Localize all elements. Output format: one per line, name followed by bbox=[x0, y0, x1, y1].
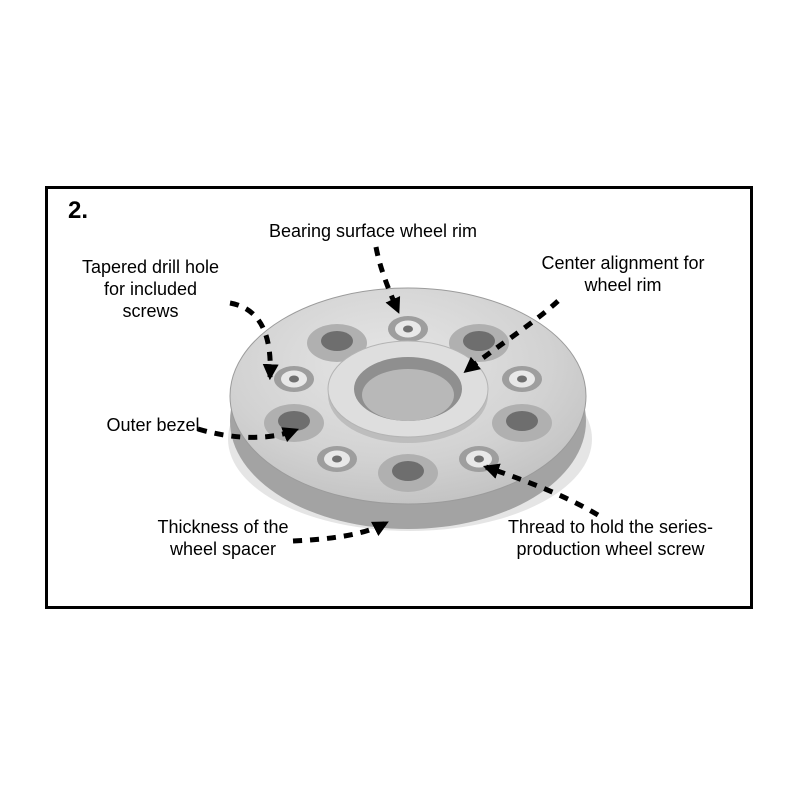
label-thread: Thread to hold the series- production wh… bbox=[507, 517, 714, 559]
label-tapered-drill-hole: Tapered drill hole for included screws bbox=[81, 257, 220, 321]
arrow-center-alignment bbox=[463, 299, 560, 374]
tapered-holes bbox=[264, 324, 552, 492]
diagram-frame: 2. Bearing surface wheel rim Tapered dri… bbox=[45, 186, 753, 609]
arrow-thread bbox=[482, 463, 600, 518]
center-hub bbox=[327, 340, 489, 443]
label-bearing-surface: Bearing surface wheel rim bbox=[268, 221, 478, 241]
wheel-spacer-illustration bbox=[197, 246, 600, 544]
annotation-arrows bbox=[197, 246, 600, 544]
arrow-thickness bbox=[292, 520, 389, 544]
label-outer-bezel: Outer bezel bbox=[106, 415, 200, 435]
arrow-bearing-surface bbox=[373, 246, 401, 314]
arrow-outer-bezel bbox=[197, 426, 299, 443]
label-center-alignment: Center alignment for wheel rim bbox=[541, 253, 705, 295]
threaded-holes bbox=[274, 316, 542, 472]
figure-number: 2. bbox=[68, 197, 89, 224]
label-thickness: Thickness of the wheel spacer bbox=[157, 517, 289, 559]
